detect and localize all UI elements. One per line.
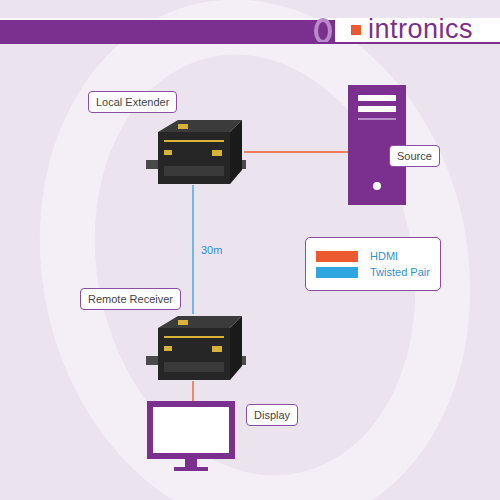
cable-line	[192, 185, 193, 314]
node-label: Source	[389, 145, 440, 167]
device-node: Display	[147, 401, 235, 472]
cable-length: 30m	[201, 244, 222, 256]
node-label: Remote Receiver	[80, 288, 181, 310]
legend-text: HDMI	[370, 250, 398, 262]
logo-text: intronics	[368, 14, 473, 45]
legend-box: HDMI Twisted Pair	[305, 237, 441, 291]
extender-device	[146, 120, 246, 184]
device-node: Remote Receiver	[146, 314, 244, 381]
node-label: Local Extender	[88, 91, 177, 113]
cable-line	[244, 151, 348, 152]
receiver-device	[146, 316, 246, 380]
display-monitor	[150, 404, 232, 471]
logo-square	[351, 25, 361, 35]
header-bar	[0, 20, 335, 42]
legend-row: Twisted Pair	[316, 266, 430, 278]
watermark-ring	[24, 0, 486, 500]
legend-text: Twisted Pair	[370, 266, 430, 278]
legend-swatch	[316, 251, 358, 262]
node-label: Display	[246, 404, 298, 426]
device-node: Local Extender	[146, 118, 244, 185]
legend-swatch	[316, 267, 358, 278]
header-mark	[316, 20, 330, 42]
device-node: Source	[348, 85, 406, 205]
cable-line	[192, 381, 193, 401]
legend-row: HDMI	[316, 250, 430, 262]
